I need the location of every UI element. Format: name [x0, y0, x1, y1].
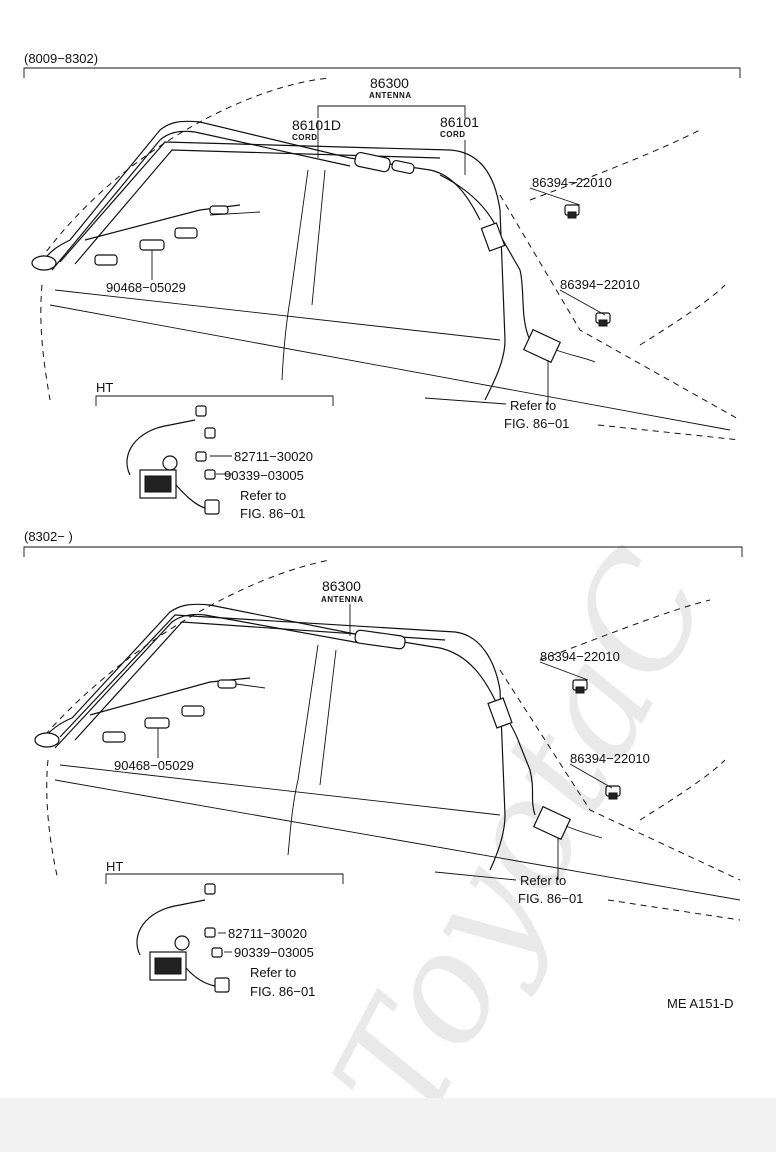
bottom-antenna-wire	[41, 603, 496, 741]
bottom-ht-part-b: 90339−03005	[234, 945, 314, 960]
bottom-window-frame	[59, 614, 506, 871]
top-belt-line	[54, 289, 501, 341]
bottom-clamps	[89, 677, 266, 743]
top-filter-box	[522, 328, 562, 364]
top-pillar-outline	[499, 194, 741, 421]
top-refer-line	[424, 397, 507, 405]
top-clip-lower-no: 86394−22010	[560, 277, 640, 292]
top-cord-d-no: 86101D	[292, 117, 341, 133]
bottom-clamp-no: 90468−05029	[114, 758, 194, 773]
bottom-clip-lower	[605, 785, 621, 800]
bottom-ht-inset: HT 82711−30020 90339−03005 Refer to FIG.…	[105, 859, 344, 999]
bottom-refer-fig: FIG. 86−01	[518, 891, 583, 906]
top-clip-upper-no: 86394−22010	[532, 175, 612, 190]
top-clip-upper	[564, 204, 580, 219]
top-side-curve	[40, 284, 51, 401]
top-section: (8009−8302)	[23, 51, 741, 521]
top-antenna-no: 86300	[370, 75, 409, 91]
top-antenna-wire	[39, 120, 481, 266]
top-window-inner	[74, 149, 441, 265]
bottom-pillar-1	[287, 644, 319, 856]
top-filter-lead	[555, 349, 596, 363]
bottom-refer-line	[434, 871, 517, 881]
bottom-pillar-2	[319, 649, 337, 786]
top-bracket	[23, 67, 741, 78]
top-ht-part-a: 82711−30020	[234, 449, 313, 464]
bottom-bar	[0, 1098, 776, 1152]
bottom-section: (8302− )	[23, 529, 743, 999]
top-lead-clip-lower	[559, 289, 606, 316]
top-rear-curve-2	[639, 284, 726, 346]
top-antenna-end	[31, 255, 57, 271]
bottom-antenna-wire-2	[54, 613, 361, 749]
bottom-belt-line-2	[54, 779, 741, 901]
bottom-bracket	[23, 546, 743, 557]
top-ht-label: HT	[96, 380, 113, 395]
bottom-clip-lower-no: 86394−22010	[570, 751, 650, 766]
top-connector-2	[391, 159, 415, 175]
top-ht-refer-text: Refer to	[240, 488, 286, 503]
top-lead-clip-upper	[529, 187, 581, 206]
bottom-ht-refer-fig: FIG. 86−01	[250, 984, 315, 999]
bottom-lead-clip-upper	[539, 661, 589, 681]
top-cord-d-label: CORD	[292, 133, 318, 142]
top-window-frame	[59, 141, 506, 401]
bottom-ht-bracket	[105, 873, 344, 884]
top-antenna-label: ANTENNA	[369, 91, 412, 100]
top-cord-label: CORD	[440, 130, 466, 139]
top-clamp-no: 90468−05029	[106, 280, 186, 295]
bottom-lead-clip-lower	[569, 763, 613, 789]
top-refer-text: Refer to	[510, 398, 556, 413]
top-pillar-1	[281, 169, 309, 381]
bottom-rear-curve	[539, 599, 711, 661]
top-refer-fig: FIG. 86−01	[504, 416, 569, 431]
top-ht-inset: HT 82711−30020 90339−03005 Refer to FIG.…	[95, 380, 334, 521]
bottom-antenna-no: 86300	[322, 578, 361, 594]
top-cable-down	[439, 174, 531, 341]
bottom-antenna-end	[34, 732, 60, 748]
bottom-filter-lead	[565, 825, 603, 839]
bottom-ht-part-a: 82711−30020	[228, 926, 307, 941]
bottom-ht-refer-text: Refer to	[250, 965, 296, 980]
bottom-filter-box	[532, 805, 572, 841]
bottom-connector	[354, 629, 406, 650]
top-amp-box	[480, 222, 506, 252]
top-ht-refer-fig: FIG. 86−01	[240, 506, 305, 521]
bottom-ht-label: HT	[106, 859, 123, 874]
top-clamps	[84, 204, 261, 266]
top-antenna-wire-2	[51, 130, 351, 271]
top-connector	[354, 151, 391, 173]
bottom-pillar-outline	[499, 669, 741, 881]
bottom-amp-box	[487, 697, 513, 729]
top-ht-bracket	[95, 395, 334, 406]
bottom-refer-line-2	[607, 899, 741, 921]
bottom-side-curve	[46, 759, 59, 881]
top-belt-line-2	[49, 304, 731, 431]
watermark-text: ToyotaC	[301, 525, 745, 1152]
bottom-antenna-label: ANTENNA	[321, 595, 364, 604]
top-ht-part-b: 90339−03005	[224, 468, 304, 483]
figure-code: ME A151-D	[667, 996, 733, 1011]
bottom-rear-curve-2	[639, 759, 726, 821]
top-range-label: (8009−8302)	[24, 51, 98, 66]
top-rear-curve	[529, 129, 701, 201]
bottom-range-label: (8302− )	[24, 529, 73, 544]
top-antenna-bracket	[317, 105, 466, 118]
top-refer-line-2	[597, 424, 741, 441]
top-cord-no: 86101	[440, 114, 479, 130]
top-pillar-2	[311, 169, 326, 306]
top-clip-lower	[595, 312, 611, 327]
bottom-clip-upper	[572, 679, 588, 694]
bottom-refer-text: Refer to	[520, 873, 566, 888]
bottom-clip-upper-no: 86394−22010	[540, 649, 620, 664]
bottom-belt-line	[59, 764, 501, 816]
